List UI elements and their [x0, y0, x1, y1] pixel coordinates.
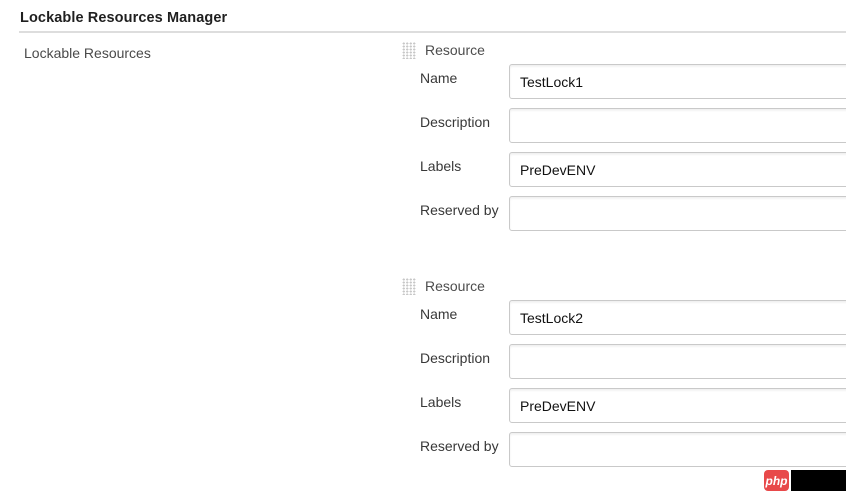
field-row-reserved-by: Reserved by: [420, 196, 846, 231]
reserved-by-label: Reserved by: [420, 438, 499, 454]
resource-title: Resource: [425, 278, 485, 294]
name-label: Name: [420, 70, 458, 86]
resources-column: Resource Name Description Labels Reserve…: [402, 41, 846, 493]
field-row-labels: Labels: [420, 152, 846, 187]
watermark-black-bar: [791, 470, 846, 491]
labels-input[interactable]: [509, 152, 846, 187]
php-watermark: php: [764, 470, 846, 491]
reserved-by-input[interactable]: [509, 196, 846, 231]
field-row-name: Name: [420, 300, 846, 335]
section-label-lockable-resources: Lockable Resources: [24, 45, 151, 61]
resource-title: Resource: [425, 42, 485, 58]
description-input[interactable]: [509, 344, 846, 379]
title-divider: [19, 31, 846, 33]
field-row-description: Description: [420, 344, 846, 379]
page-title: Lockable Resources Manager: [20, 10, 228, 26]
resource-header: Resource: [402, 277, 846, 295]
field-row-reserved-by: Reserved by: [420, 432, 846, 467]
field-row-description: Description: [420, 108, 846, 143]
reserved-by-label: Reserved by: [420, 202, 499, 218]
description-input[interactable]: [509, 108, 846, 143]
drag-handle-icon[interactable]: [402, 277, 416, 295]
name-input[interactable]: [509, 64, 846, 99]
resource-block-1: Resource Name Description Labels Reserve…: [402, 41, 846, 231]
resource-block-2: Resource Name Description Labels Reserve…: [402, 277, 846, 467]
name-label: Name: [420, 306, 458, 322]
description-label: Description: [420, 350, 491, 366]
field-row-name: Name: [420, 64, 846, 99]
description-label: Description: [420, 114, 491, 130]
name-input[interactable]: [509, 300, 846, 335]
labels-input[interactable]: [509, 388, 846, 423]
labels-label: Labels: [420, 158, 462, 174]
resource-header: Resource: [402, 41, 846, 59]
php-logo-icon: php: [764, 470, 789, 491]
field-row-labels: Labels: [420, 388, 846, 423]
drag-handle-icon[interactable]: [402, 41, 416, 59]
reserved-by-input[interactable]: [509, 432, 846, 467]
labels-label: Labels: [420, 394, 462, 410]
